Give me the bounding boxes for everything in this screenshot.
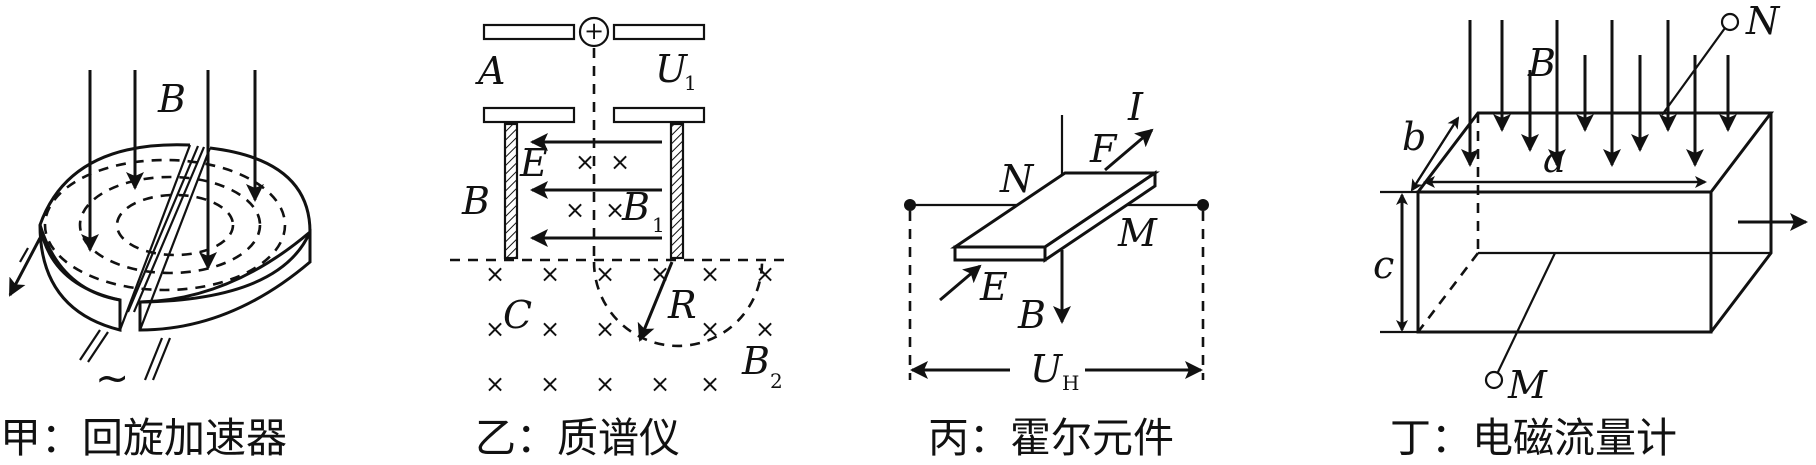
flow-box-top [1416, 111, 1775, 193]
ms-plus-symbol: + [584, 17, 604, 45]
cyclotron-lead-right-b [151, 337, 172, 381]
ms-radius-arrow [637, 261, 674, 342]
flow-label-c: c [1373, 243, 1394, 287]
flow-M-electrode [1484, 370, 1504, 390]
hall-slab-front [953, 245, 1047, 262]
hall-label-U: U [1030, 347, 1064, 391]
ms-semicircle-path [592, 261, 764, 348]
flow-caption: 丁：电磁流量计 [1390, 414, 1677, 462]
ms-cross: × [595, 315, 615, 343]
cyclotron-ac-symbol: ~ [95, 354, 129, 402]
flow-label-B: B [1527, 41, 1556, 85]
flow-b-dim-2 [1411, 116, 1460, 191]
ms-cross: × [755, 260, 775, 288]
ms-selector-plate-right [669, 122, 685, 260]
ms-cross: × [650, 260, 670, 288]
flow-label-M: M [1507, 363, 1548, 407]
cyclotron-rim-right [138, 228, 312, 332]
cyclotron-label-B: B [157, 77, 186, 121]
ms-label-U-sub: 1 [684, 71, 697, 95]
flow-label-b: b [1402, 115, 1426, 159]
cyclotron-orbit-1 [43, 158, 287, 292]
ms-caption: 乙：质谱仪 [475, 414, 680, 462]
ms-label-B2-sub: 2 [770, 369, 783, 393]
flow-N-electrode [1720, 12, 1740, 32]
cyclotron-rim-left [38, 224, 122, 332]
cyclotron-output-tick [19, 247, 29, 263]
ms-label-A: A [475, 49, 505, 93]
ms-cross: × [575, 148, 595, 176]
hall-E-arrow [939, 264, 982, 302]
flow-label-N: N [1745, 0, 1781, 43]
hall-current-arrow [1104, 128, 1154, 172]
ms-accel-plate-left [482, 106, 576, 124]
ms-cross: × [700, 260, 720, 288]
ms-selector-plate-left [503, 122, 519, 260]
flow-N-lead [1661, 27, 1726, 116]
ms-label-B1: B [621, 185, 650, 229]
ms-cross: × [605, 196, 625, 224]
cyclotron-dee-right [139, 146, 312, 304]
hall-caption: 丙：霍尔元件 [928, 414, 1174, 462]
hall-label-I: I [1127, 85, 1144, 129]
ms-cross: × [610, 148, 630, 176]
cyclotron-orbit-2 [78, 175, 262, 275]
ms-cross: × [485, 315, 505, 343]
hall-slab-side [1043, 170, 1157, 263]
cyclotron-gap-line-2 [126, 145, 200, 313]
ms-label-R: R [667, 283, 697, 327]
ms-top-plate-right [612, 23, 706, 41]
ms-cross: × [700, 370, 720, 398]
hall-terminal-right [1197, 199, 1209, 211]
ms-cross: × [565, 196, 585, 224]
ms-top-plate-left [482, 23, 576, 41]
hall-label-N: N [999, 157, 1035, 201]
cyclotron-output-arrow [8, 237, 42, 297]
ms-cross: × [650, 370, 670, 398]
flow-M-lead [1497, 252, 1556, 373]
ms-label-B2: B [741, 339, 770, 383]
hall-label-M: M [1117, 211, 1158, 255]
cyclotron-orbit-3 [115, 193, 235, 257]
ms-ion-source [578, 16, 610, 48]
ms-cross: × [485, 370, 505, 398]
hall-element-panel: I F N M E B U H 丙：霍尔元件 [904, 85, 1209, 462]
cyclotron-gap-line-4 [138, 147, 212, 331]
ms-label-B: B [461, 179, 490, 223]
ms-cross: × [700, 315, 720, 343]
flow-box-front [1416, 190, 1713, 334]
hall-label-U-sub: H [1062, 371, 1079, 395]
flow-hidden-diagonal [1416, 252, 1480, 333]
ms-cross: × [540, 315, 560, 343]
hall-label-E: E [979, 265, 1008, 309]
cyclotron-gap-line-3 [132, 146, 206, 313]
hall-terminal-left [904, 199, 916, 211]
ms-cross: × [540, 260, 560, 288]
hall-label-F: F [1089, 127, 1118, 171]
ms-cross: × [540, 370, 560, 398]
cyclotron-lead-right-a [143, 337, 164, 381]
flowmeter-panel: N B b a c M 丁：电磁流量计 [1373, 0, 1808, 462]
ms-cross: × [595, 370, 615, 398]
ms-accel-plate-right [612, 106, 706, 124]
flow-label-a: a [1543, 137, 1566, 181]
cyclotron-panel: B ~ 甲：回旋加速器 [0, 70, 312, 462]
cyclotron-gap-line-1 [118, 144, 192, 331]
ms-cross: × [485, 260, 505, 288]
hall-label-B: B [1017, 293, 1046, 337]
ms-label-B1-sub: 1 [652, 213, 665, 237]
cyclotron-lead-left-a [79, 329, 101, 361]
ms-label-U: U [655, 47, 689, 91]
ms-cross-grid: × × × × × × × × × × × × × × × × [485, 260, 775, 398]
ms-cross: × [595, 260, 615, 288]
cyclotron-caption: 甲：回旋加速器 [0, 414, 287, 462]
mass-spectrometer-panel: + × × × × × × × × × × × × [450, 16, 790, 462]
cyclotron-dee-left [38, 143, 191, 302]
ms-cross: × [755, 315, 775, 343]
ms-label-E: E [519, 141, 548, 185]
ms-label-C: C [503, 293, 532, 337]
cyclotron-lead-left-b [87, 331, 109, 363]
